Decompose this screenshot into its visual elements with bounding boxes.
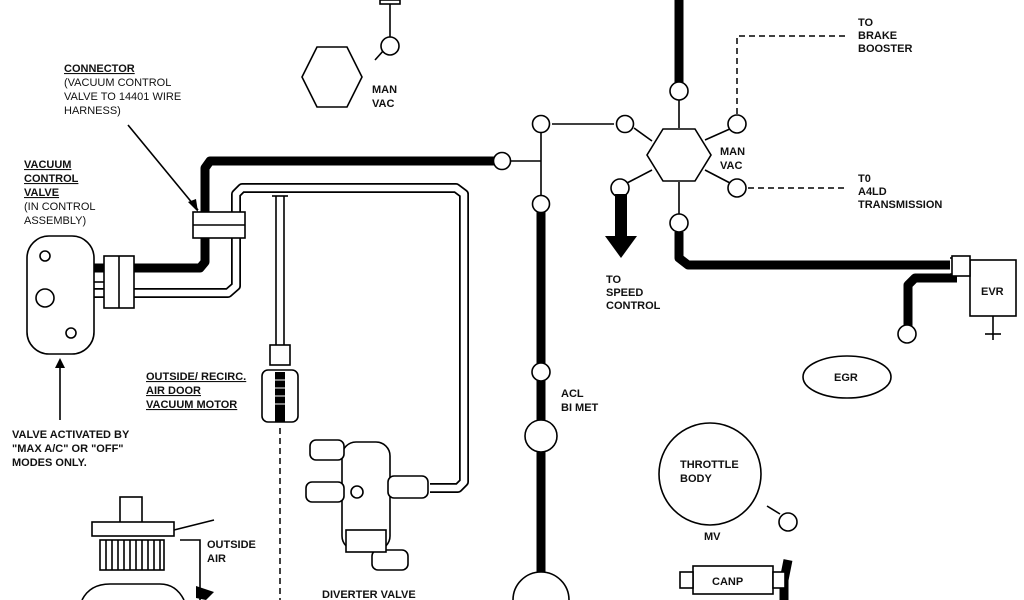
diagram-labels: CONNECTOR (VACUUM CONTROL VALVE TO 14401… xyxy=(12,17,1004,600)
man-vac-top-label-1: MAN xyxy=(372,84,397,96)
a4ld-label-3: TRANSMISSION xyxy=(858,199,942,211)
air-door-vacuum-motor xyxy=(261,344,299,423)
speed-control-arrow xyxy=(605,194,637,258)
man-vac-right-hexagon xyxy=(646,128,712,182)
connection-nodes xyxy=(380,36,917,532)
dashed-lines xyxy=(279,35,848,600)
diverter-valve-label: DIVERTER VALVE xyxy=(322,589,416,600)
connector-title: CONNECTOR xyxy=(64,63,135,75)
throttle-body xyxy=(658,422,762,526)
speed-label-3: CONTROL xyxy=(606,300,661,312)
canp-label: CANP xyxy=(712,576,743,588)
diverter-valve xyxy=(305,439,429,571)
double-hose-lines xyxy=(84,183,469,493)
canp-canister xyxy=(679,565,786,595)
outside-air-label-1: OUTSIDE xyxy=(207,539,256,551)
acl-label-1: ACL xyxy=(561,388,584,400)
vcv-label-1: VACUUM xyxy=(24,159,71,171)
valve-activated-3: MODES ONLY. xyxy=(12,457,87,469)
connector-leader xyxy=(127,124,199,211)
a4ld-label-2: A4LD xyxy=(858,186,887,198)
valve-activated-1: VALVE ACTIVATED BY xyxy=(12,429,130,441)
egr-valve xyxy=(802,355,892,399)
outside-air-blower xyxy=(81,496,215,600)
valve-activated-2: "MAX A/C" OR "OFF" xyxy=(12,443,124,455)
connector-desc-3: HARNESS) xyxy=(64,105,121,117)
motor-label-1: OUTSIDE/ RECIRC. xyxy=(146,371,246,383)
throttle-label-2: BODY xyxy=(680,473,712,485)
man-vac-right-label-2: VAC xyxy=(720,160,742,172)
acl-bimetal-sensor xyxy=(524,419,558,453)
throttle-label-1: THROTTLE xyxy=(680,459,739,471)
top-stub-connector xyxy=(379,0,401,5)
vcv-label-4: (IN CONTROL xyxy=(24,201,96,213)
vcv-label-2: CONTROL xyxy=(24,173,79,185)
mv-label: MV xyxy=(704,531,721,543)
speed-label-1: TO xyxy=(606,274,622,286)
harness-connector xyxy=(192,211,246,239)
vacuum-control-valve xyxy=(26,235,135,355)
a4ld-label-1: T0 xyxy=(858,173,871,185)
acl-label-2: BI MET xyxy=(561,402,599,414)
vcv-label-5: ASSEMBLY) xyxy=(24,215,86,227)
brake-label-2: BRAKE xyxy=(858,30,897,42)
man-vac-right-label-1: MAN xyxy=(720,146,745,158)
connector-desc-2: VALVE TO 14401 WIRE xyxy=(64,91,181,103)
connector-desc-1: (VACUUM CONTROL xyxy=(64,77,171,89)
man-vac-top-label-2: VAC xyxy=(372,98,394,110)
evr-solenoid xyxy=(951,255,1017,317)
bottom-sensor xyxy=(512,571,570,600)
motor-label-3: VACUUM MOTOR xyxy=(146,399,237,411)
thick-vacuum-lines xyxy=(58,0,957,600)
speed-label-2: SPEED xyxy=(606,287,643,299)
motor-label-2: AIR DOOR xyxy=(146,385,201,397)
egr-label: EGR xyxy=(834,372,858,384)
valve-activated-arrow xyxy=(55,358,65,420)
outside-air-label-2: AIR xyxy=(207,553,226,565)
evr-label: EVR xyxy=(981,286,1004,298)
vcv-label-3: VALVE xyxy=(24,187,59,199)
brake-label-1: TO xyxy=(858,17,874,29)
connector-leader-arrow xyxy=(188,199,198,212)
man-vac-top-hexagon xyxy=(301,46,363,108)
brake-label-3: BOOSTER xyxy=(858,43,912,55)
